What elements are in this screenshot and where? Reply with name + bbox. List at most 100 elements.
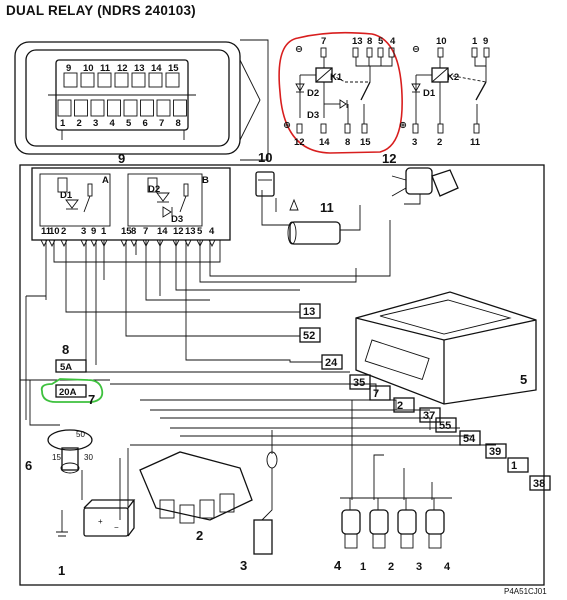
relay-box-pin-arrow [120, 239, 128, 248]
relay-box-pin-7: 8 [131, 226, 136, 237]
connector-pin-cell [63, 72, 78, 88]
ignition-coil-label: 2 [196, 528, 203, 543]
ignition-coil-body [139, 451, 253, 521]
relay-box-pin-12: 5 [197, 226, 203, 237]
fuse-5a [55, 359, 87, 373]
relay-box-label: 9 [118, 151, 125, 166]
connector-pin-bottom-6: 7 [159, 118, 164, 129]
k1-diode-d3: D3 [307, 110, 319, 121]
injector-pin-2: 3 [416, 561, 422, 573]
k2-pin-bot-0: 3 [412, 137, 417, 148]
connector-pin-cell [165, 72, 180, 88]
k1-pin-bot-1: 14 [319, 137, 330, 148]
relay-box-pin-arrow [60, 239, 68, 248]
connector-pin-top-2: 11 [100, 63, 111, 74]
ignition-body [47, 429, 93, 451]
wire-tag-box [321, 354, 343, 370]
canister-valve-body [405, 167, 433, 195]
footer-code: P4A51CJ01 [504, 587, 547, 596]
fuse-20a [55, 384, 87, 398]
relay-box-pin-arrow [184, 239, 192, 248]
wire-tag-box [349, 374, 371, 390]
wire-tag-0: 13 [303, 306, 315, 318]
wire-tag-7: 55 [439, 420, 451, 432]
relay-box-d1: D1 [60, 190, 73, 201]
injector-nozzle [344, 533, 358, 549]
wire-tag-2: 24 [325, 357, 338, 369]
connector-pin-top-5: 14 [151, 63, 162, 74]
ecu-label: 5 [520, 372, 527, 387]
relay-box-pin-2: 2 [61, 226, 66, 237]
wire-tag-3: 35 [353, 377, 365, 389]
k1-pin-top-4: 4 [390, 36, 396, 47]
battery-label: 1 [58, 563, 65, 578]
wire-tag-10: 1 [511, 460, 517, 472]
connector-pin-cell [80, 72, 95, 88]
ignition-switch: 50 15 30 6 [25, 429, 93, 474]
k2-pin-top-0: 10 [436, 36, 447, 47]
k2-minus-sign: ⊖ [412, 44, 420, 55]
connector-pin-cell [173, 99, 187, 117]
wire-tag-box [369, 385, 391, 401]
wire-tag-box [393, 397, 415, 413]
connector-inner [25, 49, 230, 147]
connector-pin-cell [156, 99, 171, 117]
k1-diode-d2: D2 [307, 88, 319, 99]
wire-tag-box [459, 430, 481, 446]
wire-tag-8: 54 [463, 433, 476, 445]
k1-pin-top-0: 7 [321, 36, 326, 47]
k2-pin-top-2: 9 [483, 36, 488, 47]
k2-pin-bot-2: 11 [470, 137, 481, 148]
relay-box-pin-3: 3 [81, 226, 86, 237]
relay-box-pin-9: 14 [157, 226, 168, 237]
k1-minus-sign: ⊖ [295, 44, 303, 55]
relay-closeup: ⊖ 7 13 8 5 4 K1 D2 D3 [278, 31, 490, 154]
relay-box-pin-arrow [90, 239, 98, 248]
connector-pin-bottom-5: 6 [143, 118, 148, 129]
k1-pin-top-2: 8 [367, 36, 372, 47]
relay-box-pin-arrow [130, 239, 138, 248]
connector-pin-bottom-7: 8 [176, 118, 181, 129]
connector-pin-bottom-0: 1 [60, 118, 66, 129]
lambda-sensor-body [253, 519, 273, 555]
connector-pin-cell [90, 99, 105, 117]
k1-pin-bot-3: 15 [360, 137, 371, 148]
relay-box-pin-4: 9 [91, 226, 96, 237]
battery-plus: + [98, 517, 103, 526]
relay-box-pin-0: 11 [41, 226, 52, 237]
fuel-pump-label: 11 [320, 200, 334, 215]
connector-pin-top-3: 12 [117, 63, 128, 74]
k1-highlight [278, 31, 403, 154]
relay-box-pin-arrow [80, 239, 88, 248]
connector-pin-cell [114, 72, 129, 88]
relay-box-section-a: A [102, 175, 109, 186]
relay-box-section-b: B [202, 175, 209, 186]
wire-tag-6: 37 [423, 410, 435, 422]
fuse-20a-rating: 20A [59, 387, 77, 398]
k1-switch [360, 81, 371, 101]
relay-box-pin-11: 13 [185, 226, 196, 237]
canister-valve-label: 12 [382, 151, 396, 166]
battery: + − 1 [58, 499, 136, 578]
injector-nozzle [372, 533, 386, 549]
k1-pin-bot-2: 8 [345, 137, 350, 148]
relay-box-pin-13: 4 [209, 226, 215, 237]
k1-pin-top-3: 5 [378, 36, 384, 47]
connector-pin-bottom-2: 3 [93, 118, 98, 129]
connector-pin-cell [131, 72, 146, 88]
k2-pin-bot-1: 2 [437, 137, 442, 148]
injector-body [341, 509, 361, 535]
connector-pin-top-0: 9 [66, 63, 71, 74]
wire-tag-box [529, 475, 551, 491]
lambda-sensor-label: 3 [240, 558, 247, 573]
connector-pin-cell [148, 72, 163, 88]
wire-tag-box [507, 457, 529, 473]
injector-nozzle [428, 533, 442, 549]
connector-pin-bottom-3: 4 [110, 118, 116, 129]
wiring-lines [20, 190, 496, 537]
fuel-pump-body [289, 221, 341, 245]
